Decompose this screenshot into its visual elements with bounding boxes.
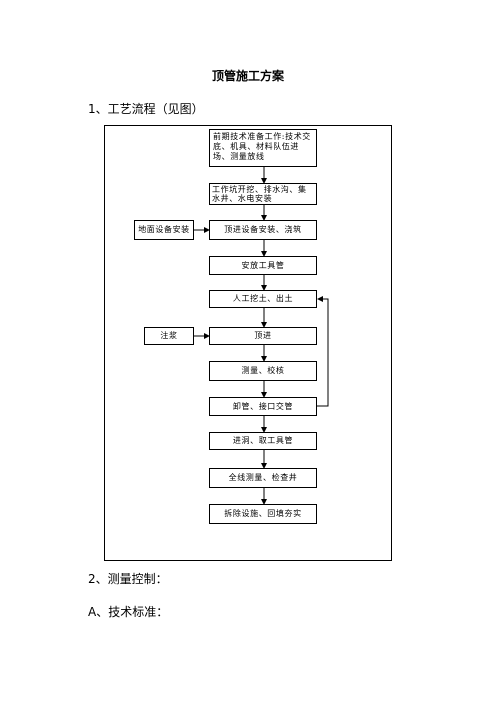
flow-step-full-survey: 全线测量、检查井 xyxy=(209,468,317,488)
flow-side-grouting: 注浆 xyxy=(144,327,194,345)
loop-back-arrow xyxy=(317,296,329,407)
section-heading-process: 1、工艺流程（见图） xyxy=(88,102,204,116)
section-heading-standards: A、技术标准： xyxy=(88,605,169,619)
flow-step-survey-check: 测量、校核 xyxy=(209,361,317,381)
document-title: 顶管施工方案 xyxy=(211,69,284,83)
flow-step-jacking: 顶进 xyxy=(209,327,317,345)
flow-step-pit-excavation: 工作坑开挖、排水沟、集水井、水电安装 xyxy=(209,183,317,205)
flow-step-excavation: 人工挖土、出土 xyxy=(209,290,317,308)
flowchart-frame xyxy=(104,125,392,561)
flow-step-enter-hole: 进洞、取工具管 xyxy=(209,432,317,450)
section-heading-survey: 2、测量控制： xyxy=(88,572,168,586)
flow-step-dismantle-backfill: 拆除设施、回填夯实 xyxy=(209,504,317,524)
flow-side-ground-equipment: 地面设备安装 xyxy=(134,220,194,240)
flow-step-tool-pipe: 安放工具管 xyxy=(209,256,317,275)
flow-step-preparation: 前期技术准备工作:技术交底、机具、材料队伍进场、测量放线 xyxy=(209,129,317,167)
flow-step-jacking-equipment: 顶进设备安装、浇筑 xyxy=(209,220,317,240)
flow-step-unload-pipe: 卸管、接口交管 xyxy=(209,397,317,416)
